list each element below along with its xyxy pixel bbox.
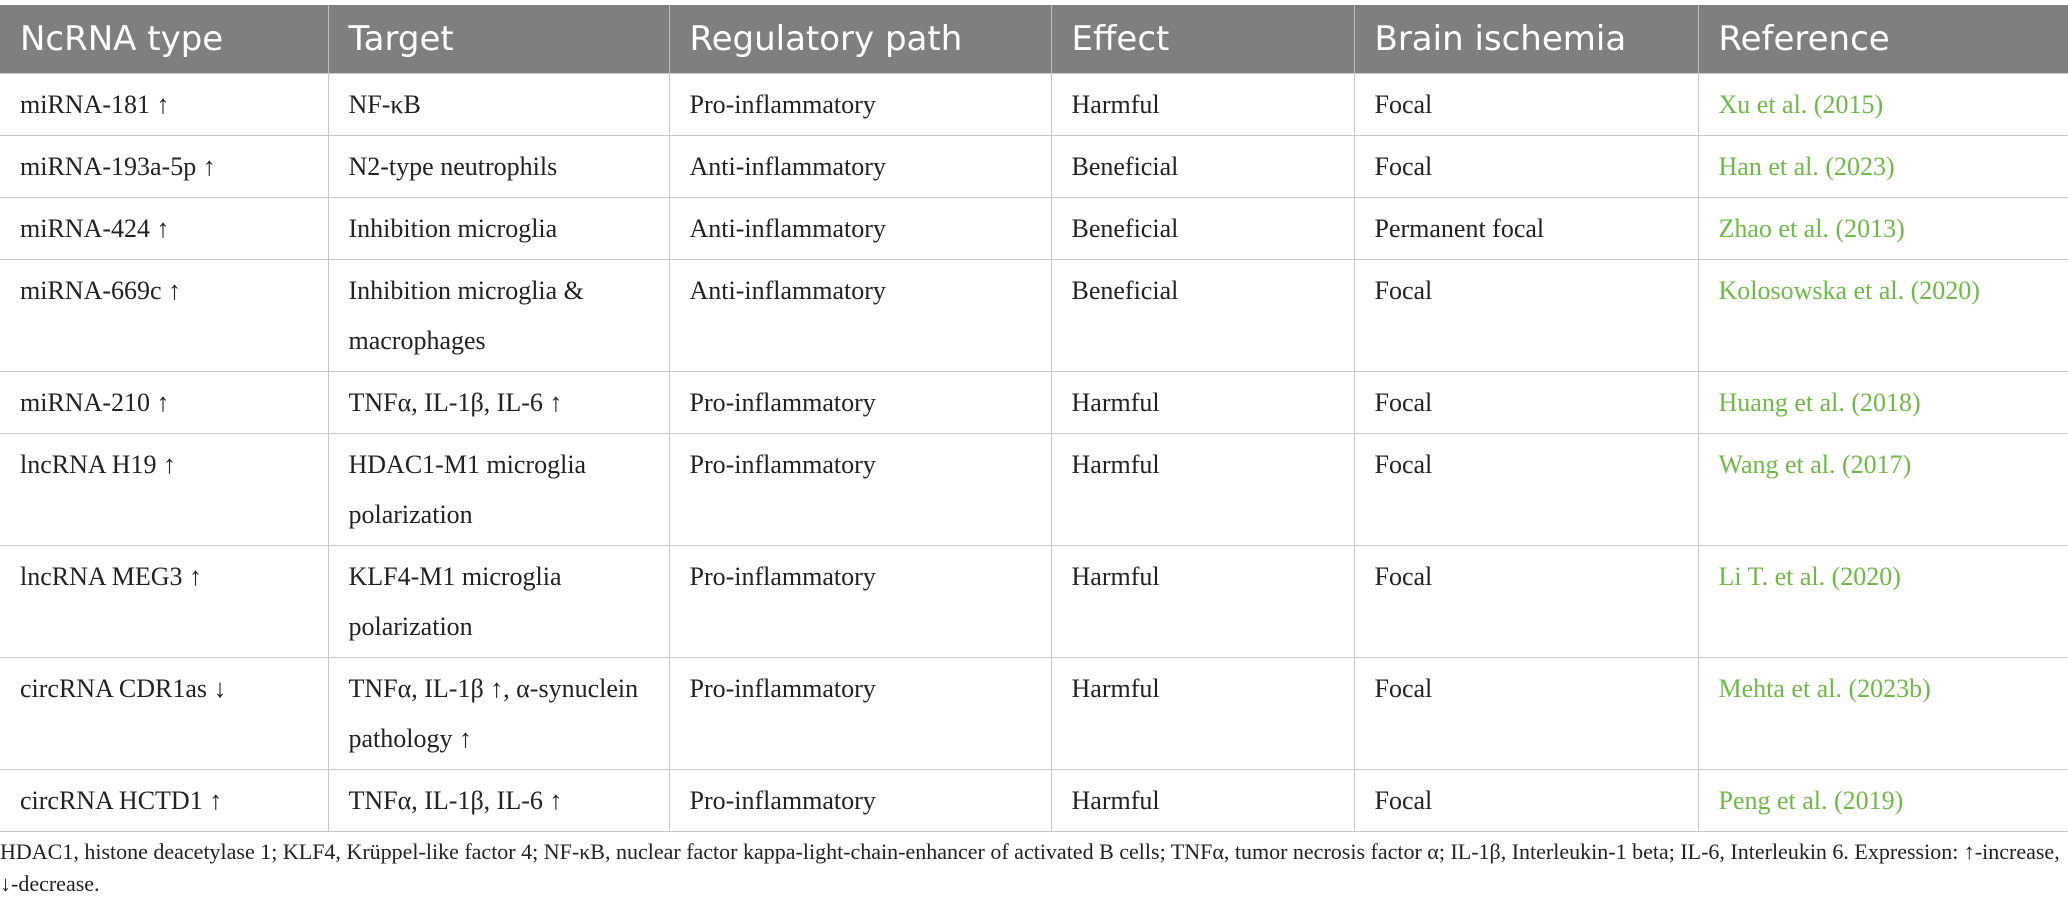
- cell-ncrna-type: circRNA CDR1as ↓: [0, 656, 329, 770]
- cell-regulatory-path: Pro-inflammatory: [668, 72, 1052, 136]
- column-header-target: Target: [328, 5, 670, 73]
- table-row: miRNA-193a-5p ↑ N2-type neutrophils Anti…: [0, 134, 2068, 198]
- table-row: lncRNA H19 ↑ HDAC1-M1 microglia polariza…: [0, 432, 2068, 546]
- cell-regulatory-path: Anti-inflammatory: [668, 134, 1052, 198]
- cell-ncrna-type: miRNA-193a-5p ↑: [0, 134, 329, 198]
- cell-ncrna-type: lncRNA MEG3 ↑: [0, 544, 329, 658]
- cell-target: TNFα, IL-1β ↑, α-synuclein pathology ↑: [327, 656, 670, 770]
- table-header-row: NcRNA type Target Regulatory path Effect…: [0, 5, 2068, 73]
- cell-effect: Harmful: [1050, 656, 1355, 770]
- cell-regulatory-path: Pro-inflammatory: [668, 656, 1052, 770]
- column-header-brain-ischemia: Brain ischemia: [1354, 5, 1699, 73]
- cell-effect: Harmful: [1050, 370, 1355, 434]
- table-row: circRNA CDR1as ↓ TNFα, IL-1β ↑, α-synucl…: [0, 656, 2068, 770]
- cell-ncrna-type: miRNA-210 ↑: [0, 370, 329, 434]
- cell-regulatory-path: Pro-inflammatory: [668, 432, 1052, 546]
- table-footnote: HDAC1, histone deacetylase 1; KLF4, Krüp…: [0, 839, 2060, 896]
- reference-link[interactable]: Mehta et al. (2023b): [1697, 656, 2068, 770]
- reference-link[interactable]: Wang et al. (2017): [1697, 432, 2068, 546]
- table-row: miRNA-424 ↑ Inhibition microglia Anti-in…: [0, 196, 2068, 260]
- cell-target: N2-type neutrophils: [327, 134, 670, 198]
- cell-brain-ischemia: Focal: [1353, 370, 1699, 434]
- cell-ncrna-type: miRNA-424 ↑: [0, 196, 329, 260]
- reference-link[interactable]: Li T. et al. (2020): [1697, 544, 2068, 658]
- cell-target: NF-κB: [327, 72, 670, 136]
- table-row: lncRNA MEG3 ↑ KLF4-M1 microglia polariza…: [0, 544, 2068, 658]
- ncrna-table-container: NcRNA type Target Regulatory path Effect…: [0, 5, 2068, 832]
- cell-brain-ischemia: Permanent focal: [1353, 196, 1699, 260]
- column-header-effect: Effect: [1051, 5, 1355, 73]
- cell-regulatory-path: Pro-inflammatory: [668, 370, 1052, 434]
- cell-brain-ischemia: Focal: [1353, 258, 1699, 372]
- reference-link[interactable]: Han et al. (2023): [1697, 134, 2068, 198]
- table-row: circRNA HCTD1 ↑ TNFα, IL-1β, IL-6 ↑ Pro-…: [0, 768, 2068, 832]
- column-header-reference: Reference: [1698, 5, 2068, 73]
- cell-brain-ischemia: Focal: [1353, 544, 1699, 658]
- column-header-regulatory-path: Regulatory path: [669, 5, 1052, 73]
- reference-link[interactable]: Zhao et al. (2013): [1697, 196, 2068, 260]
- cell-brain-ischemia: Focal: [1353, 72, 1699, 136]
- cell-regulatory-path: Pro-inflammatory: [668, 544, 1052, 658]
- ncrna-table: NcRNA type Target Regulatory path Effect…: [0, 5, 2068, 832]
- cell-effect: Harmful: [1050, 432, 1355, 546]
- cell-ncrna-type: miRNA-669c ↑: [0, 258, 329, 372]
- cell-effect: Harmful: [1050, 768, 1355, 832]
- cell-brain-ischemia: Focal: [1353, 768, 1699, 832]
- cell-brain-ischemia: Focal: [1353, 134, 1699, 198]
- cell-effect: Harmful: [1050, 544, 1355, 658]
- cell-effect: Beneficial: [1050, 196, 1355, 260]
- cell-effect: Beneficial: [1050, 258, 1355, 372]
- cell-ncrna-type: miRNA-181 ↑: [0, 72, 329, 136]
- reference-link[interactable]: Huang et al. (2018): [1697, 370, 2068, 434]
- cell-target: TNFα, IL-1β, IL-6 ↑: [327, 768, 670, 832]
- cell-target: KLF4-M1 microglia polarization: [327, 544, 670, 658]
- cell-brain-ischemia: Focal: [1353, 656, 1699, 770]
- column-header-ncrna-type: NcRNA type: [0, 5, 329, 73]
- cell-regulatory-path: Anti-inflammatory: [668, 258, 1052, 372]
- cell-effect: Harmful: [1050, 72, 1355, 136]
- cell-ncrna-type: lncRNA H19 ↑: [0, 432, 329, 546]
- cell-regulatory-path: Pro-inflammatory: [668, 768, 1052, 832]
- reference-link[interactable]: Peng et al. (2019): [1697, 768, 2068, 832]
- cell-regulatory-path: Anti-inflammatory: [668, 196, 1052, 260]
- cell-target: HDAC1-M1 microglia polarization: [327, 432, 670, 546]
- cell-target: Inhibition microglia: [327, 196, 670, 260]
- reference-link[interactable]: Xu et al. (2015): [1697, 72, 2068, 136]
- cell-target: TNFα, IL-1β, IL-6 ↑: [327, 370, 670, 434]
- reference-link[interactable]: Kolosowska et al. (2020): [1697, 258, 2068, 372]
- cell-ncrna-type: circRNA HCTD1 ↑: [0, 768, 329, 832]
- cell-effect: Beneficial: [1050, 134, 1355, 198]
- table-row: miRNA-210 ↑ TNFα, IL-1β, IL-6 ↑ Pro-infl…: [0, 370, 2068, 434]
- cell-brain-ischemia: Focal: [1353, 432, 1699, 546]
- table-row: miRNA-181 ↑ NF-κB Pro-inflammatory Harmf…: [0, 72, 2068, 136]
- cell-target: Inhibition microglia & macrophages: [327, 258, 670, 372]
- table-row: miRNA-669c ↑ Inhibition microglia & macr…: [0, 258, 2068, 372]
